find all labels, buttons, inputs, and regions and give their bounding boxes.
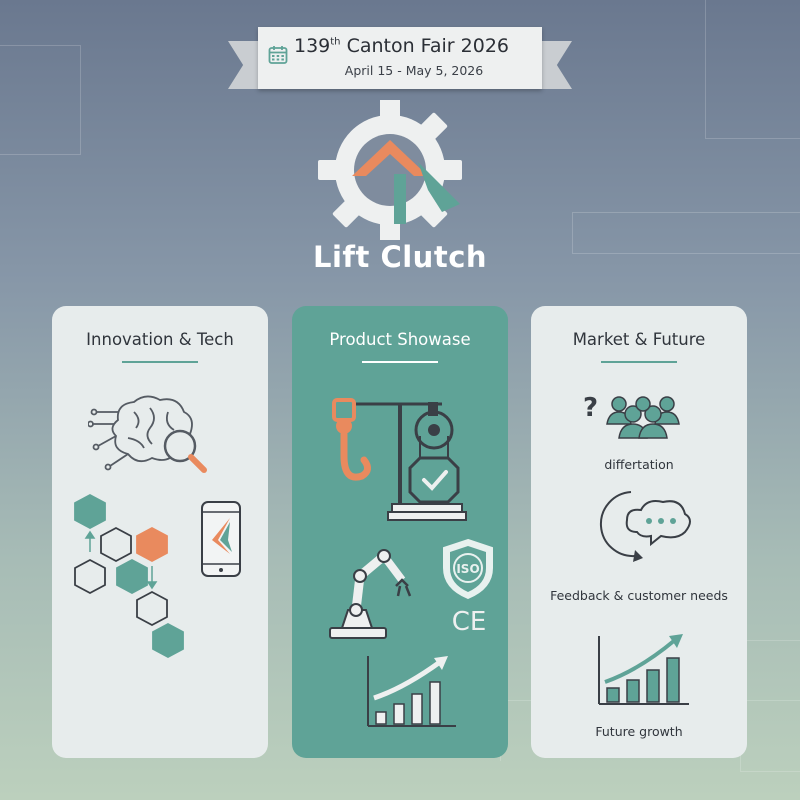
ce-mark-icon: CE bbox=[452, 607, 487, 637]
growth-bar-chart-icon bbox=[598, 634, 689, 705]
card-title: Innovation & Tech bbox=[86, 330, 234, 349]
event-title: 139th Canton Fair 2026 bbox=[294, 35, 509, 57]
event-banner: 139th Canton Fair 2026 April 15 - May 5,… bbox=[228, 27, 572, 93]
hexagon-network-icon bbox=[74, 493, 184, 659]
ce-label: CE bbox=[452, 607, 487, 637]
brain-magnifier-icon bbox=[88, 395, 207, 473]
iso-label: ISO bbox=[456, 562, 479, 576]
calendar-icon bbox=[268, 46, 288, 64]
event-dates: April 15 - May 5, 2026 bbox=[344, 63, 484, 78]
iso-shield-icon: ISO bbox=[443, 538, 493, 600]
background-line bbox=[705, 0, 800, 139]
background-line bbox=[572, 212, 800, 254]
svg-text:?: ? bbox=[583, 393, 598, 423]
title-underline bbox=[362, 361, 438, 363]
card-title: Market & Future bbox=[572, 330, 706, 349]
growth-chart-icon bbox=[367, 656, 456, 727]
future-growth-caption: Future growth bbox=[595, 724, 683, 739]
robotic-arm-icon bbox=[329, 549, 412, 639]
brand-name: Lift Clutch bbox=[312, 240, 488, 274]
smartphone-app-icon bbox=[201, 501, 241, 577]
people-question-icon: ? bbox=[583, 393, 680, 439]
differentiation-caption: differtation bbox=[604, 457, 674, 472]
card-innovation-tech: Innovation & Tech bbox=[52, 306, 268, 758]
ribbon-body: 139th Canton Fair 2026 April 15 - May 5,… bbox=[258, 27, 542, 89]
background-line bbox=[0, 45, 81, 155]
crane-hook-pulley-icon bbox=[332, 398, 467, 521]
feedback-bubble-icon bbox=[600, 491, 691, 562]
card-product-showcase: Product Showase ISO CE bbox=[292, 306, 508, 758]
card-title: Product Showase bbox=[329, 330, 471, 349]
gear-arrow-logo-icon bbox=[318, 100, 462, 240]
title-underline bbox=[601, 361, 677, 363]
card-market-future: Market & Future ? differtation Feedback … bbox=[531, 306, 747, 758]
title-underline bbox=[122, 361, 198, 363]
feedback-caption: Feedback & customer needs bbox=[550, 588, 728, 603]
